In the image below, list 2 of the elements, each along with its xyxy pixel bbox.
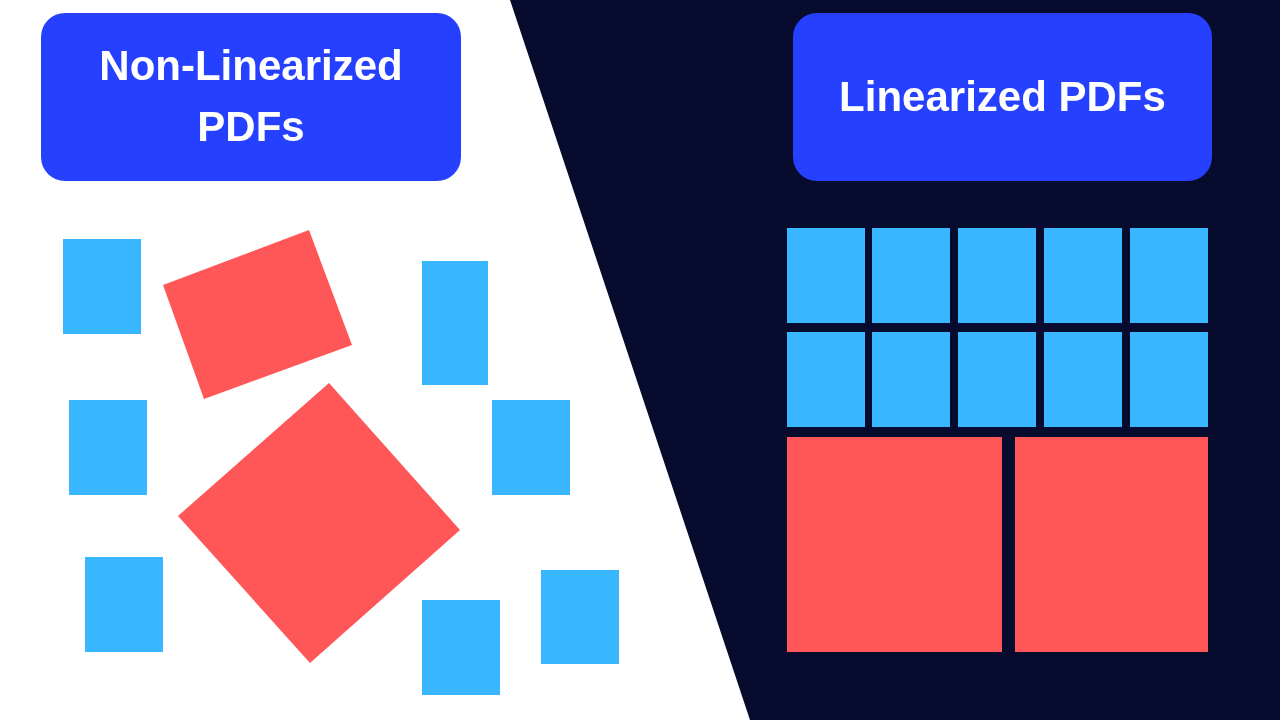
heading-banner: Linearized PDFs [793, 13, 1212, 181]
heading-banner: Non-Linearized PDFs [41, 13, 461, 181]
